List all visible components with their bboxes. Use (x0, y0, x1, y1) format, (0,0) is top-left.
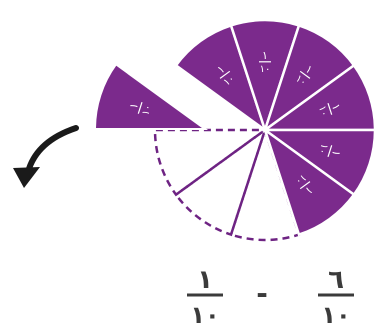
removed-slice-label-denominator: ١٠ (140, 103, 154, 117)
slice-label-numerator: ١ (329, 148, 343, 158)
slice-label-denominator: ١٠ (260, 64, 271, 75)
removed-slice (93, 62, 209, 130)
fraction-expression: ٦ ١٠ - ١ ١٠ (187, 265, 354, 329)
slice-label-denominator: ١٠ (316, 142, 330, 156)
slice-label-denominator: ١٠ (222, 73, 237, 88)
slice-label-numerator: ١ (329, 102, 343, 112)
fraction-left-numerator: ٦ (328, 265, 344, 295)
slice-label-bar (299, 181, 311, 190)
slice-label: ١١٠ (316, 142, 343, 158)
fraction-left: ٦ ١٠ (318, 265, 354, 329)
slice-label-bar (219, 70, 231, 79)
slice-label-denominator: ١٠ (316, 104, 330, 118)
slice-label-bar (327, 103, 333, 115)
empty-slice (174, 126, 268, 237)
shaded-slice (261, 63, 374, 132)
removed-slice-label-numerator: ١ (127, 101, 141, 111)
removed-slice-label-bar (137, 102, 143, 114)
slice-label: ١١٠ (259, 49, 271, 75)
fraction-right: ١ ١٠ (187, 265, 223, 329)
fraction-right-numerator: ١ (197, 265, 213, 295)
slice-label-denominator: ١٠ (293, 73, 308, 88)
curved-arrow-icon (13, 125, 79, 188)
slice-label-numerator: ١ (262, 49, 268, 62)
slice-label-denominator: ١٠ (293, 171, 308, 186)
minus-operator: - (256, 277, 268, 310)
slice-label-bar (299, 70, 311, 79)
empty-slice (153, 128, 269, 197)
fraction-left-denominator: ١٠ (321, 301, 350, 329)
fraction-right-denominator: ١٠ (190, 301, 219, 329)
slice-label-bar (327, 145, 333, 157)
slice-label: ١١٠ (316, 102, 343, 118)
